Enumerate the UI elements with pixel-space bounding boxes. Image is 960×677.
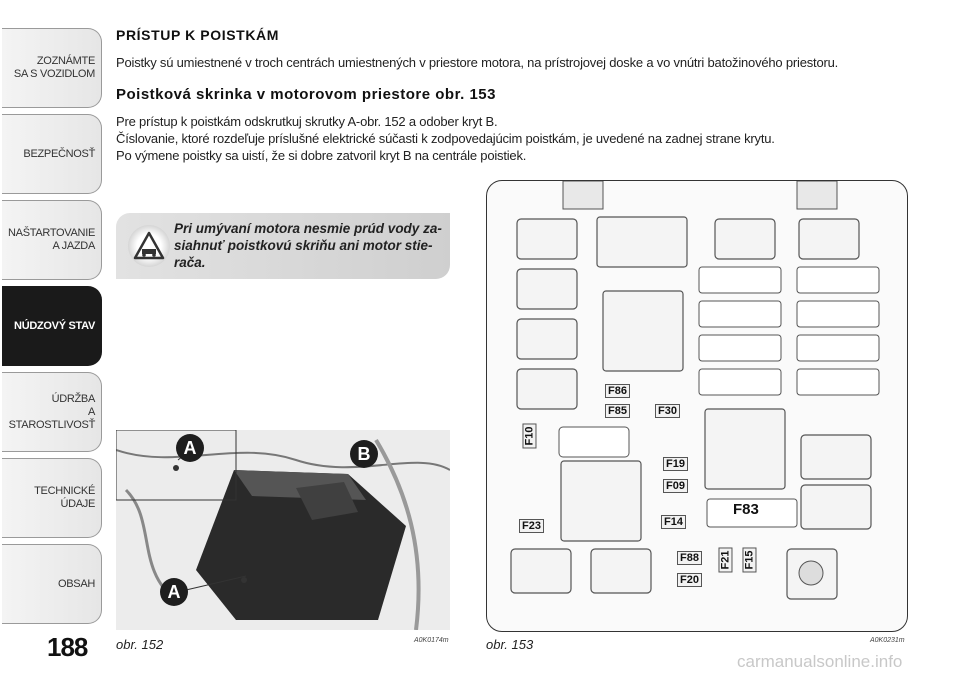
tab-technical-data[interactable]: TECHNICKÉ ÚDAJE [2,458,102,538]
fuse-label: F86 [605,384,630,398]
warning-text: Pri umývaní motora nesmie prúd vody za-s… [174,221,442,270]
figure-153-fuse-box: F86 F85 F30 F10 F19 F09 F23 F14 F83 F88 … [486,180,908,632]
fuse-label: F85 [605,404,630,418]
tab-emergency[interactable]: NÚDZOVÝ STAV [2,286,102,366]
tab-maintenance[interactable]: ÚDRŽBA A STAROSTLIVOSŤ [2,372,102,452]
fuse-label: F10 [522,423,537,449]
section-title: PRÍSTUP K POISTKÁM [116,27,280,43]
tab-label: TECHNICKÉ ÚDAJE [34,485,95,510]
tab-label: OBSAH [57,577,95,590]
text-line-1: Pre prístup k poistkám odskrutkuj skrutk… [116,114,498,129]
tab-safety[interactable]: BEZPEČNOSŤ [2,114,102,194]
warning-box: Pri umývaní motora nesmie prúd vody za-s… [116,213,450,279]
fuse-label: F88 [677,551,702,565]
intro-paragraph: Poistky sú umiestnené v troch centrách u… [116,55,839,70]
fuse-label-main: F83 [733,501,759,518]
page-number: 188 [47,632,88,662]
figure-152-code: A0K0174m [414,637,449,644]
tab-label: BEZPEČNOSŤ [23,147,95,160]
tab-contents[interactable]: OBSAH [2,544,102,624]
section-subtitle: Poistková skrinka v motorovom priestore … [116,86,496,103]
tab-label: NÚDZOVÝ STAV [14,319,95,332]
watermark: carmanualsonline.info [737,652,903,671]
tab-starting-driving[interactable]: NAŠTARTOVANIE A JAZDA [2,200,102,280]
label-b: B [350,440,378,468]
figure-153-caption: obr. 153 [486,637,534,652]
warning-icon [128,225,170,267]
fuse-label: F19 [663,457,688,471]
label-a-top: A [176,434,204,462]
fuse-label: F09 [663,479,688,493]
text-line-3: Po výmene poistky sa uistí, že si dobre … [116,148,527,163]
fuse-label: F23 [519,519,544,533]
tab-vehicle-intro[interactable]: ZOZNÁMTE SA S VOZIDLOM [2,28,102,108]
text-line-2: Číslovanie, ktoré rozdeľuje príslušné el… [116,131,775,146]
tab-label: ÚDRŽBA A STAROSTLIVOSŤ [8,392,96,431]
tab-label: ZOZNÁMTE SA S VOZIDLOM [13,55,95,80]
figure-153-code: A0K0231m [870,637,905,644]
fuse-label: F15 [742,547,757,573]
fuse-label: F14 [661,515,686,529]
fuse-label: F30 [655,404,680,418]
figure-152-caption: obr. 152 [116,637,164,652]
figure-152-engine-photo: A B A [116,430,450,630]
fuse-label: F21 [718,547,733,573]
tab-label: NAŠTARTOVANIE A JAZDA [8,227,95,252]
fuse-label: F20 [677,573,702,587]
label-a-bottom: A [160,578,188,606]
